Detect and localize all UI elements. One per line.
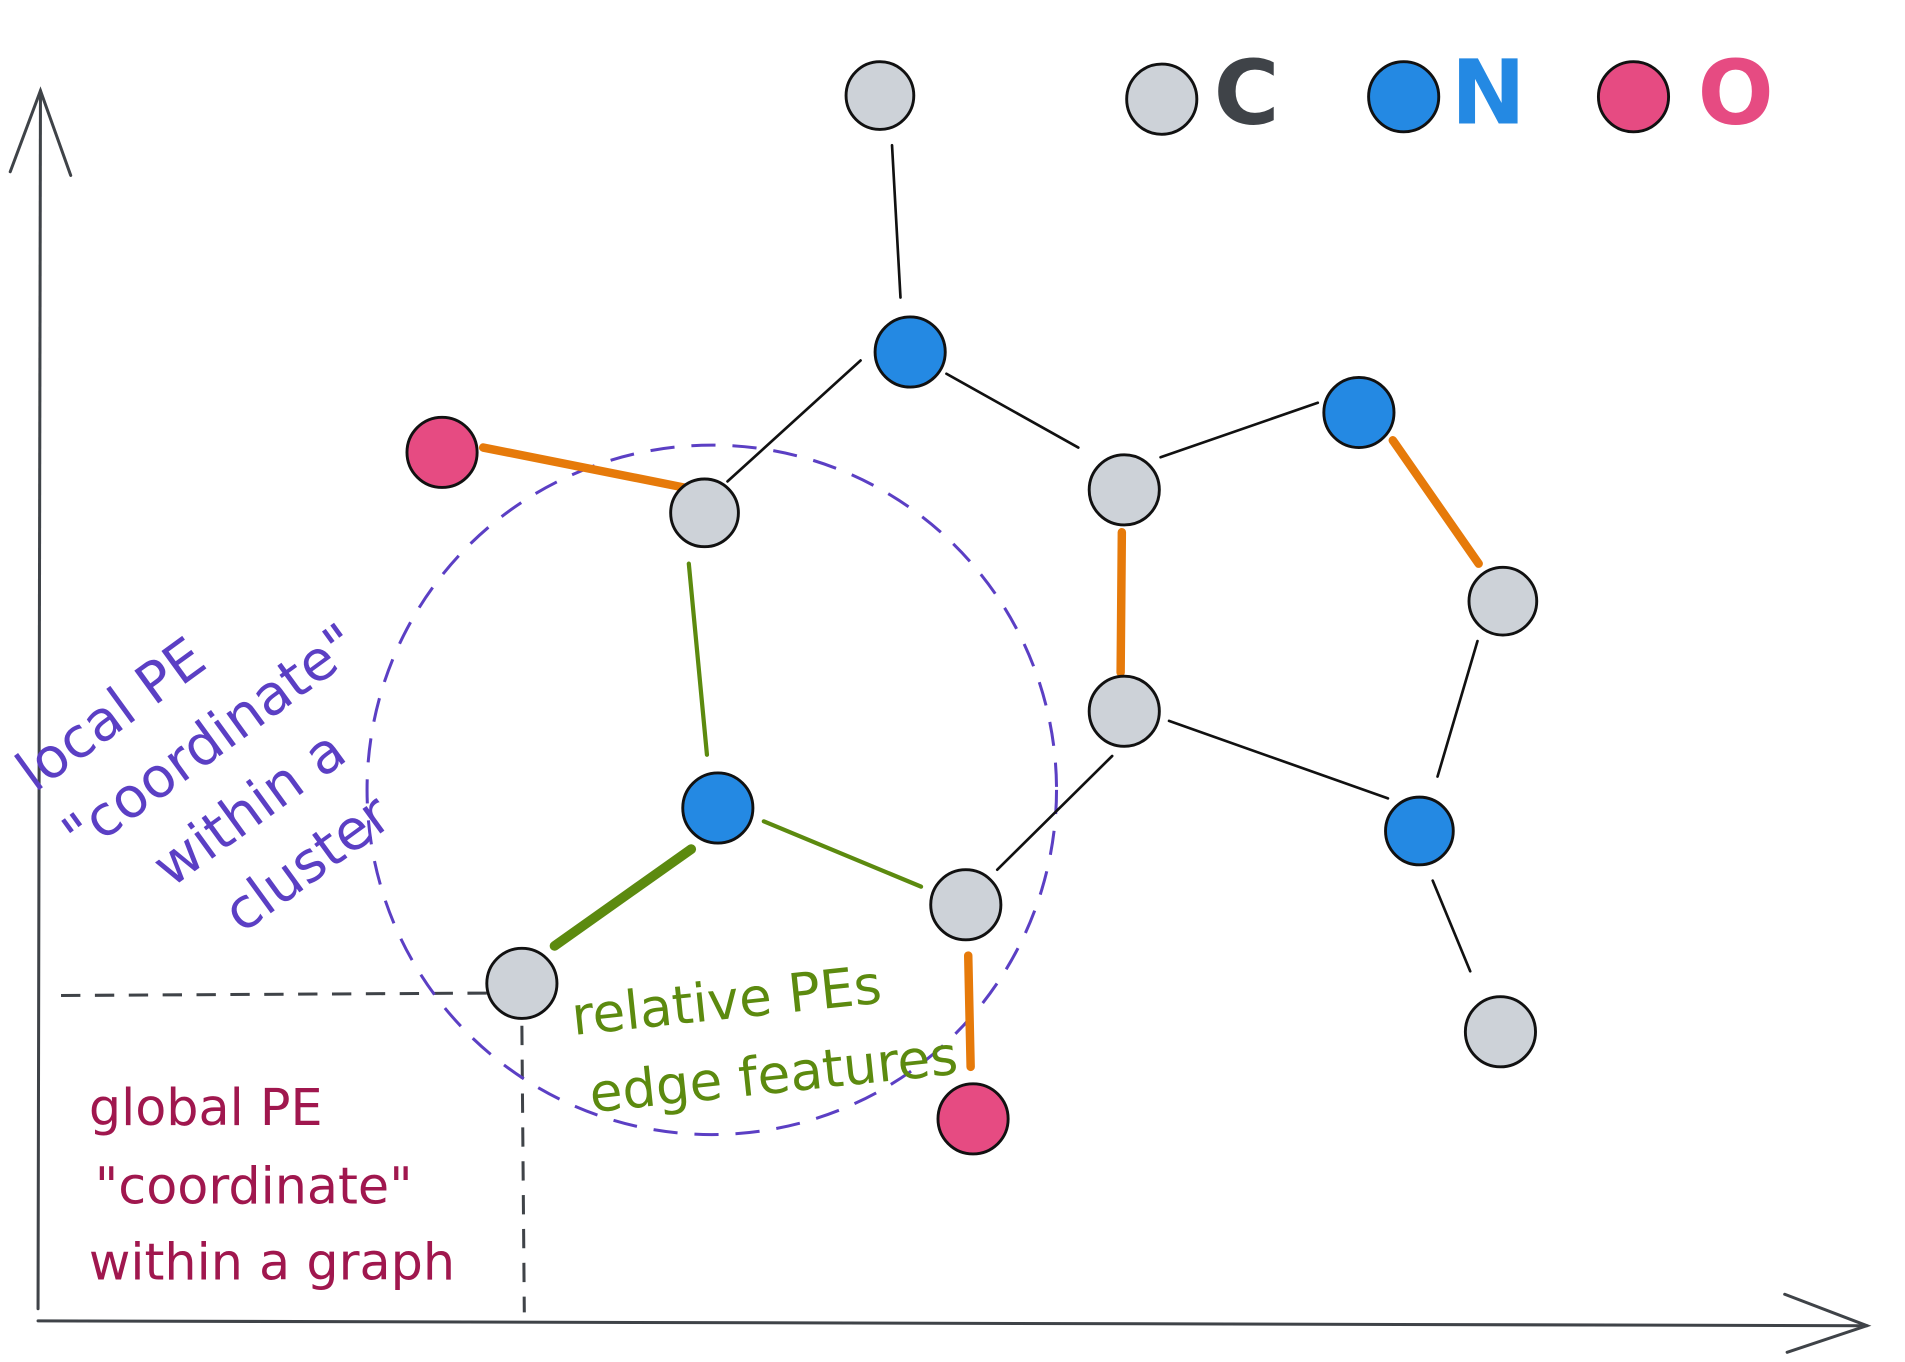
global-pe-annotation: global PE "coordinate" within a graph [89, 1078, 455, 1292]
relative-pe-line: relative PEs [569, 954, 885, 1048]
highlighted-bond [963, 951, 975, 1072]
y-axis [36, 89, 42, 1311]
global-pe-line: "coordinate" [95, 1157, 413, 1216]
carbon-atom [1463, 995, 1537, 1069]
legend-nitrogen-swatch [1367, 60, 1441, 134]
vertical-guide [520, 1025, 526, 1313]
x-axis-arrow-icon [1783, 1292, 1872, 1354]
bond [945, 372, 1080, 449]
bond [890, 143, 902, 299]
highlighted-bond [478, 443, 689, 492]
legend-nitrogen-label: N [1451, 41, 1526, 145]
oxygen-atom [936, 1082, 1010, 1156]
nitrogen-atom [681, 771, 755, 845]
bonds [478, 143, 1483, 1072]
relative-edge [761, 819, 924, 889]
relative-edge [549, 844, 697, 951]
nitrogen-atom [873, 315, 947, 389]
bond [995, 754, 1114, 872]
atoms [405, 60, 1539, 1156]
oxygen-atom [405, 415, 479, 489]
local-pe-annotation: local PE "coordinate" within a cluster [5, 611, 403, 945]
x-axis [36, 1319, 1869, 1328]
carbon-atom [1467, 565, 1539, 637]
bond [1167, 719, 1390, 800]
highlighted-bond [1388, 436, 1483, 568]
legend-carbon-label: C [1214, 41, 1280, 145]
horizontal-guide [61, 991, 489, 998]
global-pe-line: within a graph [89, 1233, 455, 1292]
y-axis-arrow-icon [8, 86, 73, 177]
global-coordinate-guides [61, 991, 526, 1313]
carbon-atom [1087, 674, 1161, 748]
carbon-atom [669, 477, 740, 549]
bond [1159, 401, 1320, 459]
legend-oxygen-swatch [1596, 60, 1671, 134]
relative-edge [686, 561, 710, 757]
carbon-atom [1087, 453, 1161, 527]
highlighted-bond [1116, 527, 1127, 677]
bond [726, 359, 862, 483]
bond [1431, 879, 1472, 973]
legend-oxygen-label: O [1698, 41, 1774, 145]
relative-pe-annotation: relative PEs edge features [569, 954, 961, 1125]
legend-carbon-swatch [1125, 62, 1199, 136]
bond [1436, 639, 1479, 778]
axes [8, 86, 1872, 1354]
cluster-circle [365, 443, 1059, 1137]
carbon-atom [844, 60, 916, 131]
nitrogen-atom [1384, 795, 1455, 867]
legend: C N O [1125, 41, 1774, 145]
global-pe-line: global PE [89, 1078, 323, 1137]
nitrogen-atom [1322, 375, 1396, 450]
carbon-atom [485, 946, 559, 1020]
carbon-atom [929, 868, 1003, 942]
